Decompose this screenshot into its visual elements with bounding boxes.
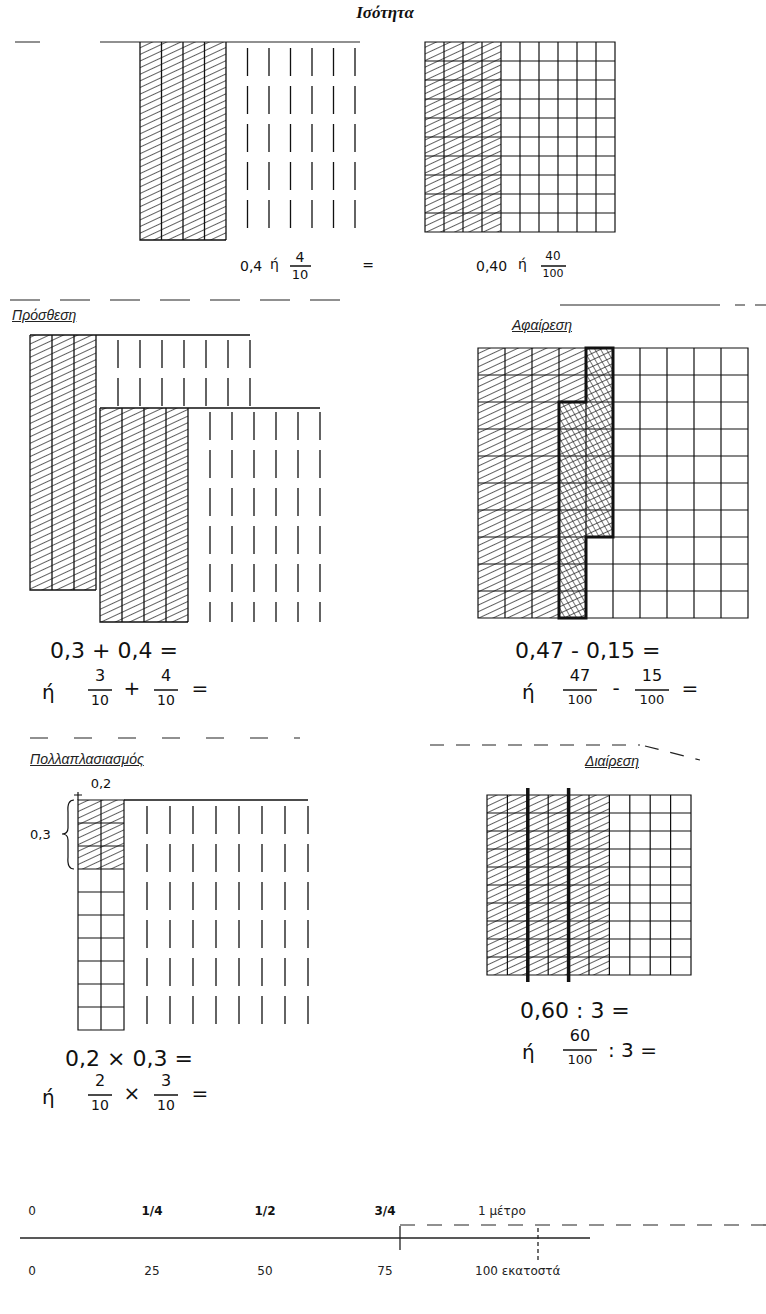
line [20, 1237, 590, 1238]
operator: - [612, 678, 619, 698]
section-line [400, 1224, 766, 1225]
section-heading: Πολλαπλασιασμός [30, 752, 144, 766]
fraction-numerator: 60 [570, 1028, 590, 1044]
fraction-denominator: 10 [157, 1098, 175, 1112]
tick [537, 1228, 538, 1262]
equation: 0,2 × 0,3 = [65, 1048, 193, 1070]
strip-dashes [147, 806, 308, 1028]
number-line-label: 1/2 [254, 1205, 275, 1217]
equation: : 3 = [608, 1040, 657, 1060]
number-line-label: 25 [144, 1265, 159, 1277]
section-line [430, 745, 700, 760]
operator: = [192, 1083, 209, 1103]
side-label: 0,3 [30, 828, 51, 841]
section-line [30, 737, 300, 738]
number-line-label: 0 [28, 1265, 36, 1277]
fraction-numerator: 47 [570, 668, 590, 684]
number-line-label: 50 [257, 1265, 272, 1277]
word-or: ή [522, 1042, 535, 1062]
tenths-strip [140, 42, 355, 240]
fraction-denominator: 100 [543, 268, 564, 279]
grid-lines [78, 800, 124, 1030]
number-line-label: 75 [377, 1265, 392, 1277]
operator: = [362, 258, 374, 272]
number-line [20, 1226, 590, 1262]
side-label: 0,2 [91, 777, 112, 790]
number-line-label: 1 μέτρο [478, 1205, 526, 1217]
addition-strips [30, 335, 320, 622]
word-or: ή [270, 257, 279, 271]
fraction-denominator: 100 [568, 1053, 593, 1066]
subtraction-grid [478, 348, 748, 618]
fraction-numerator: 3 [161, 1073, 171, 1089]
operator: + [124, 678, 141, 698]
strip-lines [140, 42, 226, 240]
word-or: ή [522, 682, 535, 702]
removed-hundredths [559, 348, 613, 618]
shaded-tenths [30, 335, 96, 590]
fraction-denominator: 10 [292, 268, 309, 281]
fraction-bars [563, 1049, 597, 1051]
second-strip-ground [100, 408, 320, 622]
section-heading: Πρόσθεση [12, 308, 76, 322]
multiplication-square [62, 792, 308, 1030]
section-heading: Ισότητα [356, 4, 414, 21]
division-grid [487, 788, 691, 982]
separator-lines [10, 42, 766, 1225]
section-line [560, 304, 766, 305]
fraction-numerator: 4 [161, 668, 171, 684]
operator: = [682, 678, 699, 698]
fraction-numerator: 2 [95, 1073, 105, 1089]
division-lines [528, 788, 569, 982]
tick [399, 1226, 400, 1250]
decimal-number: 0,40 [476, 259, 507, 273]
strip-dashes [248, 48, 356, 236]
fraction-numerator: 3 [95, 668, 105, 684]
grid-lines [487, 795, 691, 975]
tick [74, 792, 82, 800]
fraction-denominator: 10 [157, 693, 175, 707]
section-heading: Διαίρεση [585, 754, 639, 768]
grid-lines [478, 348, 748, 618]
number-line-label: 100 εκατοστά [475, 1265, 561, 1277]
equation: 0,3 + 0,4 = [50, 640, 178, 662]
strip-lines [100, 408, 320, 622]
grid-lines [425, 42, 615, 232]
word-or: ή [42, 1087, 55, 1107]
decimal-number: 0,4 [240, 259, 262, 273]
equation: 0,60 : 3 = [520, 1000, 630, 1022]
operator: × [124, 1083, 141, 1103]
word-or: ή [518, 257, 527, 271]
number-line-label: 1/4 [141, 1205, 162, 1217]
fraction-numerator: 40 [545, 250, 560, 262]
fraction-denominator: 100 [568, 693, 593, 706]
fraction-numerator: 15 [642, 668, 662, 684]
section-heading: Αφαίρεση [512, 318, 572, 332]
section-line [10, 299, 340, 300]
strip-top [124, 799, 308, 800]
word-or: ή [42, 682, 55, 702]
hundredths-grid [425, 42, 615, 232]
strip-dashes [210, 412, 320, 622]
brace [62, 800, 74, 869]
operator: = [192, 678, 209, 698]
shaded-tenths [140, 42, 226, 240]
number-line-label: 3/4 [374, 1205, 395, 1217]
fraction-denominator: 10 [91, 693, 109, 707]
fraction-denominator: 100 [640, 693, 665, 706]
equation: 0,47 - 0,15 = [515, 640, 660, 662]
fraction-denominator: 10 [91, 1098, 109, 1112]
number-line-label: 0 [28, 1205, 36, 1217]
fraction-numerator: 4 [296, 250, 305, 264]
